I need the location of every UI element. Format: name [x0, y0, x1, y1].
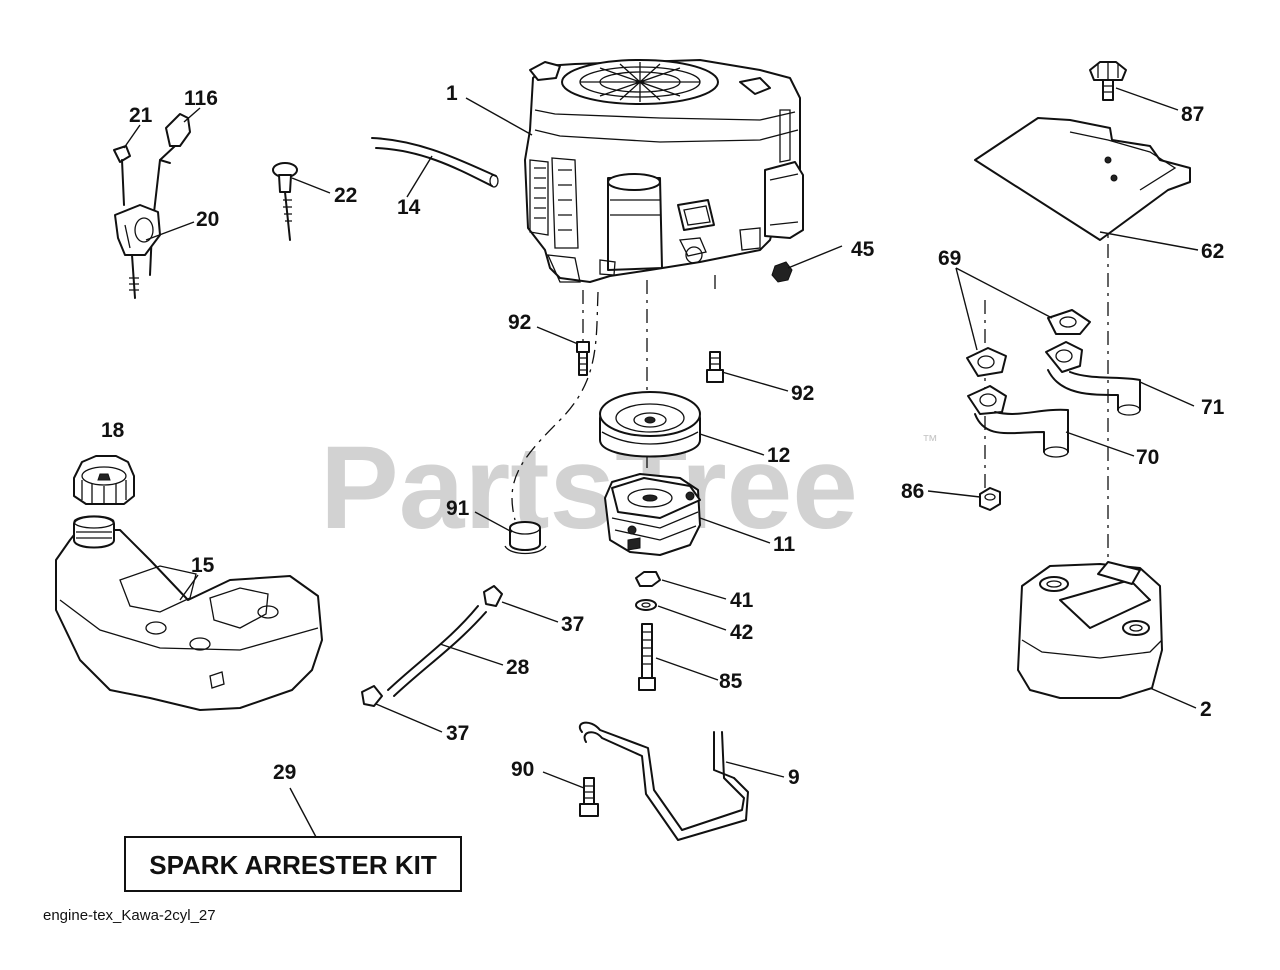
- spark-arrester-kit-label: SPARK ARRESTER KIT: [149, 850, 437, 880]
- leader-lines: [123, 87, 1199, 838]
- hose-clamp-37-bottom[interactable]: [361, 685, 383, 707]
- callout-62: 62: [1201, 240, 1224, 263]
- callout-70: 70: [1136, 446, 1159, 469]
- callout-20: 20: [196, 208, 219, 231]
- pulley-12[interactable]: [599, 391, 701, 458]
- hose-clamp-37-top[interactable]: [483, 585, 503, 607]
- bolt-92-right[interactable]: [706, 351, 724, 383]
- fitting-45[interactable]: [771, 245, 843, 283]
- callout-1: 1: [446, 82, 458, 105]
- callout-22: 22: [334, 184, 357, 207]
- callout-14: 14: [397, 196, 421, 219]
- diagram-id: engine-tex_Kawa-2cyl_27: [43, 907, 216, 924]
- watermark-logo: PartsTree: [320, 422, 858, 554]
- callout-labels: 1 116 21 20 22 14 45 87 62 69 92 92 71 7…: [101, 82, 1225, 789]
- bolt-85[interactable]: [638, 623, 656, 691]
- bushing-91[interactable]: [504, 521, 547, 555]
- fuel-cap-18[interactable]: [73, 455, 135, 505]
- washer-42[interactable]: [635, 599, 657, 611]
- callout-37-top: 37: [561, 613, 584, 636]
- callout-18: 18: [101, 419, 125, 442]
- dipstick-22[interactable]: [272, 162, 298, 241]
- callout-11: 11: [773, 533, 796, 556]
- nut-86[interactable]: [979, 487, 1001, 511]
- callout-91: 91: [446, 497, 470, 520]
- spark-arrester-kit-box[interactable]: SPARK ARRESTER KIT: [124, 836, 462, 892]
- washer-41[interactable]: [635, 571, 661, 587]
- muffler-2[interactable]: [1017, 561, 1163, 699]
- callout-69: 69: [938, 247, 961, 270]
- watermark-trademark: ™: [922, 433, 938, 450]
- bracket-rod-9[interactable]: [579, 721, 749, 841]
- callout-116: 116: [184, 87, 218, 110]
- knob-bolt-87[interactable]: [1089, 61, 1127, 101]
- exhaust-pipe-70[interactable]: [967, 385, 1069, 458]
- bolt-90[interactable]: [579, 777, 599, 817]
- callout-41: 41: [730, 589, 754, 612]
- callout-71: 71: [1201, 396, 1225, 419]
- callout-85: 85: [719, 670, 743, 693]
- throttle-control-assembly[interactable]: [113, 113, 191, 299]
- callout-87: 87: [1181, 103, 1204, 126]
- callout-15: 15: [191, 554, 215, 577]
- fuel-hose-14[interactable]: [371, 137, 499, 188]
- engine-assembly[interactable]: [524, 59, 804, 283]
- exhaust-gaskets-69[interactable]: [966, 309, 1091, 377]
- callout-42: 42: [730, 621, 753, 644]
- callout-86: 86: [901, 480, 924, 503]
- callout-92-left: 92: [508, 311, 531, 334]
- fuel-tank-15[interactable]: [55, 515, 323, 711]
- fuel-line-28[interactable]: [387, 605, 487, 697]
- callout-2: 2: [1200, 698, 1212, 721]
- exhaust-pipe-71[interactable]: [1045, 341, 1141, 416]
- bolt-92-left[interactable]: [576, 341, 590, 376]
- heat-shield-62[interactable]: [974, 117, 1191, 241]
- callout-21: 21: [129, 104, 153, 127]
- clutch-11[interactable]: [604, 473, 701, 556]
- callout-9: 9: [788, 766, 800, 789]
- callout-90: 90: [511, 758, 534, 781]
- callout-28: 28: [506, 656, 530, 679]
- callout-29: 29: [273, 761, 296, 784]
- callout-12: 12: [767, 444, 790, 467]
- callout-37-bottom: 37: [446, 722, 469, 745]
- callout-92-right: 92: [791, 382, 814, 405]
- callout-45: 45: [851, 238, 875, 261]
